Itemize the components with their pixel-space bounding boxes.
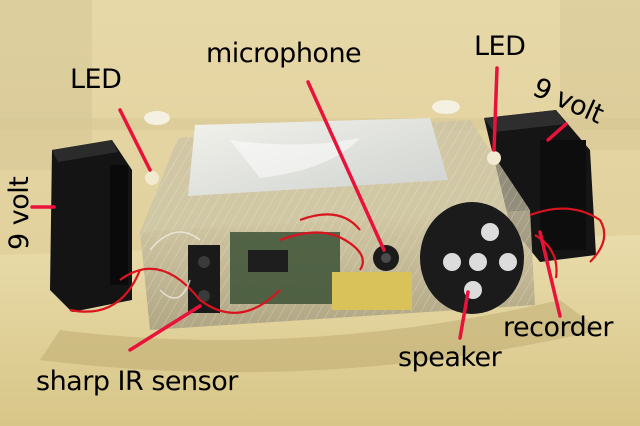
led-right-bulb [487,151,501,165]
callout-ir-sensor [128,304,202,352]
microphone-grille [381,253,391,263]
red-wires [69,207,606,314]
callout-led-left [118,108,152,172]
callout-lines [30,66,568,352]
ir-lens-bottom [198,290,210,302]
callout-recorder [538,230,562,318]
screen-glare [230,138,360,178]
callout-microphone [306,80,386,252]
ir-lens-top [198,256,210,268]
led-left-bulb [145,171,159,185]
label-microphone: microphone [206,38,362,69]
label-nine-volt-left: 9 volt [4,176,35,250]
standoff-left [144,111,170,125]
wall-recess-left [0,0,92,170]
recorder-module [332,272,412,310]
speaker [420,202,524,314]
white-wires [149,231,201,299]
label-recorder: recorder [503,312,613,343]
callout-speaker [458,290,470,340]
callout-led-right [492,66,499,152]
label-sharp-ir-sensor: sharp IR sensor [36,366,238,397]
label-speaker: speaker [398,342,502,373]
circuit-chip [248,250,288,272]
standoff-right [432,100,460,114]
shelf-shadow [40,300,600,373]
right-battery [484,110,596,262]
label-led-left: LED [70,64,122,95]
left-battery [50,140,132,312]
callout-nine-volt-right [546,122,568,142]
label-led-right: LED [474,31,526,62]
